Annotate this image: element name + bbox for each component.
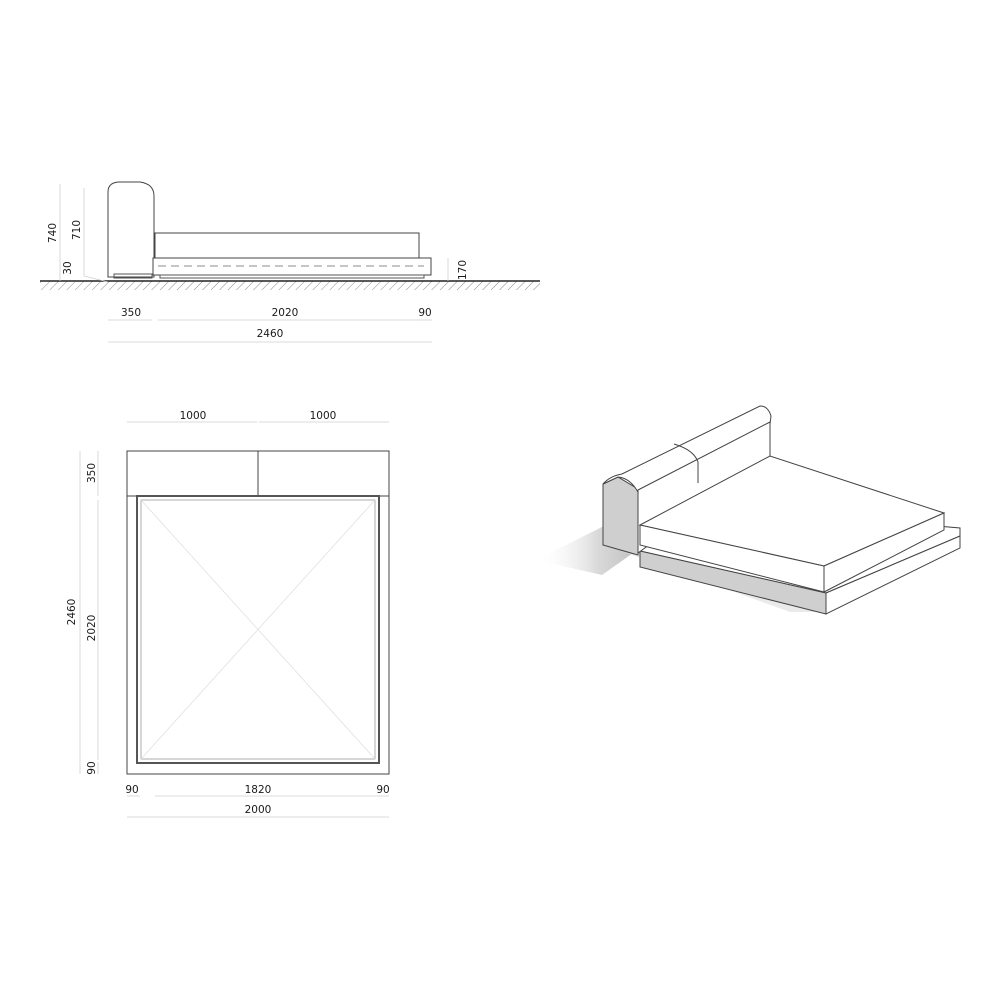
headboard-cushion-split bbox=[673, 443, 699, 483]
mattress-side-face bbox=[823, 512, 945, 593]
label-cushion-left-1000: 1000 bbox=[180, 410, 207, 422]
headboard-end-face bbox=[602, 476, 639, 556]
label-plan-350: 350 bbox=[86, 463, 98, 483]
label-plan-90-left: 90 bbox=[125, 784, 138, 796]
base-platform bbox=[152, 257, 432, 276]
floor-hatch bbox=[40, 281, 540, 290]
dim-line-30 bbox=[83, 275, 109, 283]
plan-mattress-inner bbox=[140, 499, 376, 760]
perspective-view bbox=[536, 405, 961, 615]
label-length-2460: 2460 bbox=[257, 328, 284, 340]
plan-headboard-left-cushion bbox=[126, 450, 259, 497]
label-length-350: 350 bbox=[121, 307, 141, 319]
label-plan-2020: 2020 bbox=[86, 615, 98, 642]
label-plan-2000: 2000 bbox=[245, 804, 272, 816]
side-elevation-view: 740 710 30 170 350 2020 90 2460 bbox=[40, 181, 540, 343]
label-plan-90-foot: 90 bbox=[86, 761, 98, 774]
label-plan-90-right: 90 bbox=[376, 784, 389, 796]
plan-view: 1000 1000 2460 2020 350 90 90 1820 90 20… bbox=[66, 410, 390, 818]
mattress-profile bbox=[154, 232, 420, 259]
label-cushion-right-1000: 1000 bbox=[310, 410, 337, 422]
plan-headboard-right-cushion bbox=[257, 450, 390, 497]
headboard-foot bbox=[113, 273, 153, 279]
label-height-170: 170 bbox=[457, 260, 469, 280]
label-length-2020: 2020 bbox=[272, 307, 299, 319]
label-length-90: 90 bbox=[418, 307, 431, 319]
base-side-face bbox=[825, 535, 961, 615]
label-height-740: 740 bbox=[47, 223, 59, 243]
label-plan-2460: 2460 bbox=[66, 599, 78, 626]
base-foot bbox=[159, 274, 425, 279]
headboard-profile bbox=[107, 181, 155, 278]
label-height-30: 30 bbox=[62, 261, 74, 274]
plan-diagonal-b bbox=[140, 499, 376, 760]
label-height-710: 710 bbox=[71, 220, 83, 240]
label-plan-1820: 1820 bbox=[245, 784, 272, 796]
